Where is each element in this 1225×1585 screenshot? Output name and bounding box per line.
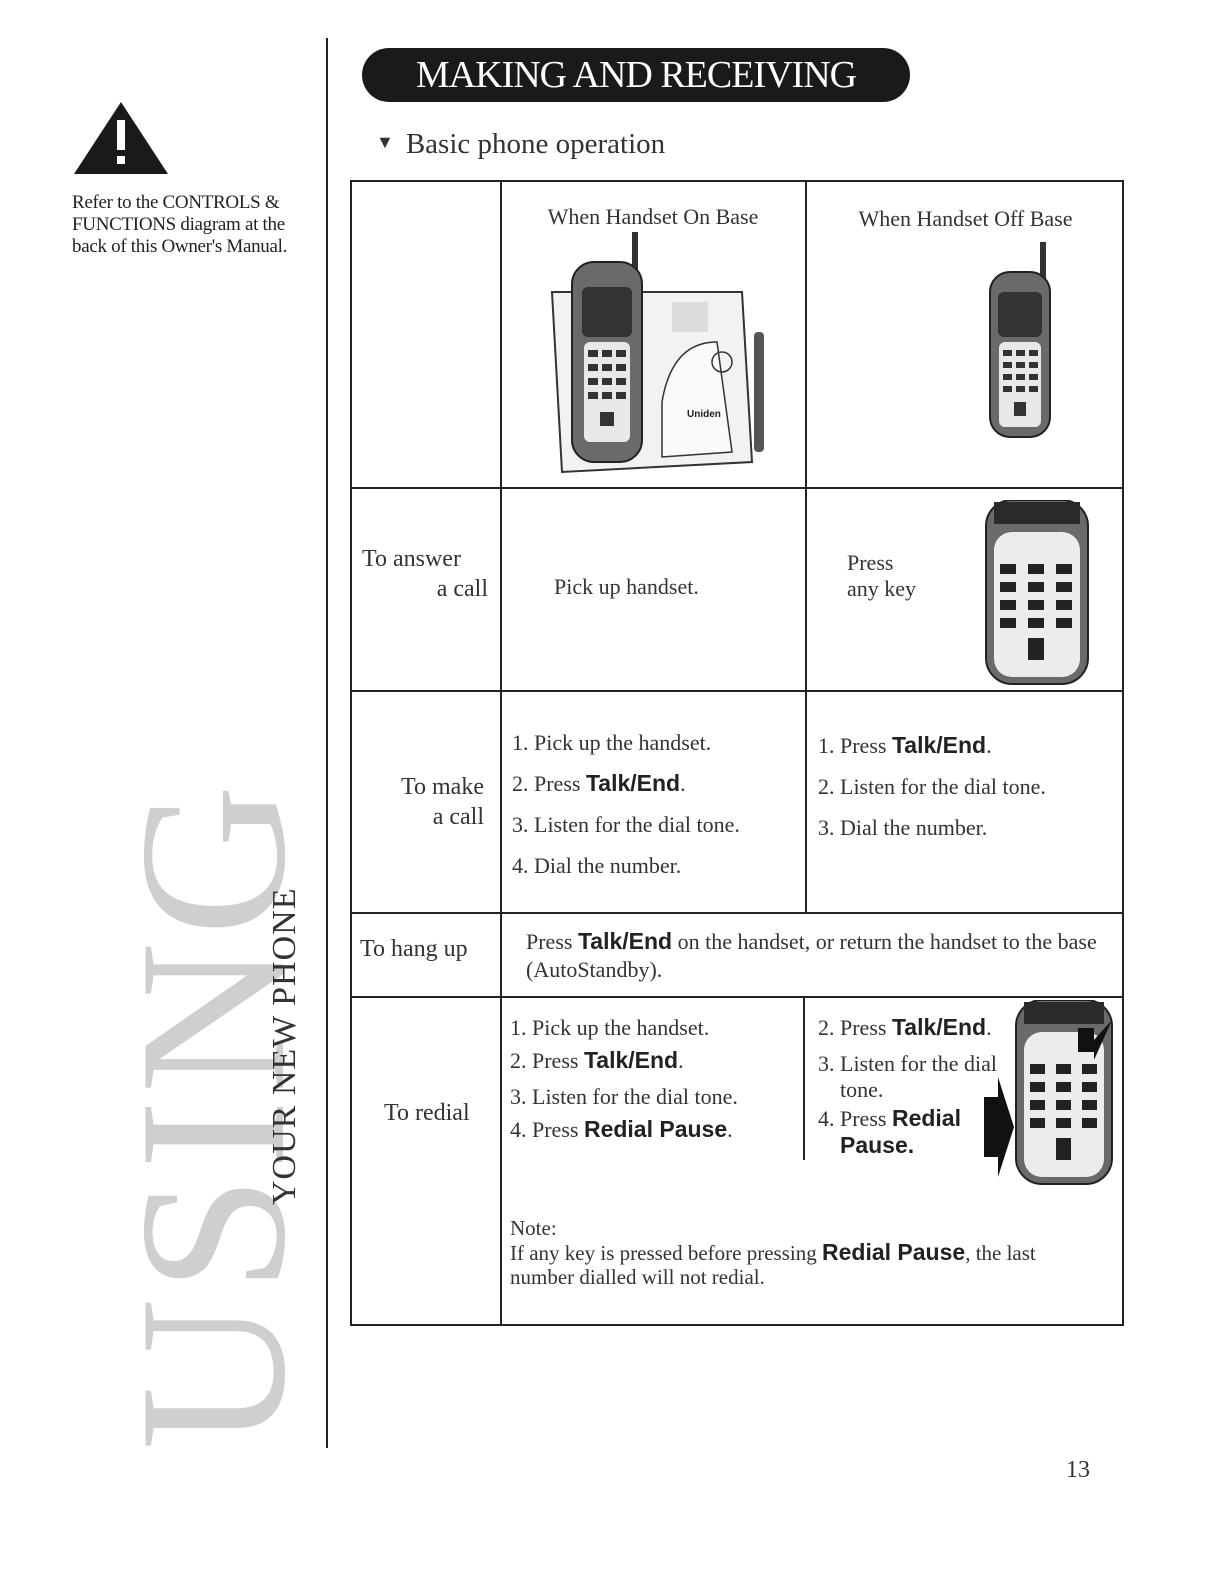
redial-off-step-3: 3. Listen for the dial xyxy=(818,1051,998,1076)
hang-autostandby: (AutoStandby). xyxy=(526,957,663,982)
controls-reference-note: Refer to the CONTROLS & FUNCTIONS diagra… xyxy=(72,192,288,257)
hang-up-text: Press Talk/End on the handset, or return… xyxy=(526,927,1097,984)
section-subtitle: ▼ Basic phone operation xyxy=(376,128,665,161)
redial-on-step-3: 3. Listen for the dial tone. xyxy=(510,1084,738,1109)
redial-off-step-2: 2. Press Talk/End. xyxy=(818,1014,992,1040)
grid-line xyxy=(805,182,807,914)
redial-pause-key-label: Redial Pause xyxy=(583,1116,728,1142)
handset-keypad-closeup-image xyxy=(985,500,1089,685)
note-text-line1: If any key is pressed before pressing Re… xyxy=(510,1240,1120,1265)
page-title: MAKING AND RECEIVING CALLS xyxy=(362,48,910,150)
subtitle-text: Basic phone operation xyxy=(405,128,666,160)
handset-off-base-image xyxy=(989,242,1051,438)
redial-on-step-4: 4. Press Redial Pause. xyxy=(510,1116,733,1142)
answer-off-press: Press xyxy=(847,550,894,575)
redial-pause-key-label: Redial Pause xyxy=(822,1239,966,1265)
page-number: 13 xyxy=(1066,1457,1090,1483)
grid-line xyxy=(352,690,1124,692)
talk-end-key-label: Talk/End xyxy=(577,928,673,954)
redial-on-base-steps: 1. Pick up the handset. 2. Press Talk/En… xyxy=(510,1012,738,1146)
grid-line xyxy=(803,998,805,1160)
grid-line xyxy=(500,182,502,1326)
warning-triangle-icon xyxy=(74,102,168,174)
make-on-step-1: 1. Pick up the handset. xyxy=(512,730,712,755)
answer-off-any-key: any key xyxy=(847,576,917,601)
step-prefix: 2. Press xyxy=(510,1048,579,1073)
column-header-on-base: When Handset On Base xyxy=(547,204,759,229)
margin-divider xyxy=(326,38,328,1448)
make-off-base-steps: 1. Press Talk/End. 2. Listen for the dia… xyxy=(818,725,1046,848)
grid-line xyxy=(352,912,1124,914)
grid-line xyxy=(352,996,1124,998)
make-on-base-steps: 1. Pick up the handset. 2. Press Talk/En… xyxy=(512,722,740,886)
redial-handset-closeup-image xyxy=(1015,1000,1113,1185)
row-label-answer-line2: a call xyxy=(436,576,488,602)
section-title-your-new-phone: YOUR NEW PHONE xyxy=(266,887,303,1205)
answer-off-base-text: Press any key xyxy=(847,550,916,602)
pause-key-label: Pause xyxy=(840,1132,908,1158)
note-prefix: If any key is pressed before pressing xyxy=(510,1241,817,1265)
brand-logo: Uniden xyxy=(687,409,721,420)
row-label-hang-up: To hang up xyxy=(360,936,468,962)
make-off-step-2: 2. Listen for the dial tone. xyxy=(818,774,1046,799)
triangle-bullet-icon: ▼ xyxy=(376,131,394,152)
hang-prefix: Press xyxy=(526,929,573,954)
note-label: Note: xyxy=(510,1216,557,1240)
redial-key-label: Redial xyxy=(891,1105,961,1131)
row-label-answer-line1: To answer xyxy=(362,546,461,572)
step-prefix: 4. Press xyxy=(818,1106,887,1131)
grid-line xyxy=(352,487,1124,489)
talk-end-key-label: Talk/End xyxy=(583,1047,679,1073)
row-label-make: To make a call xyxy=(362,772,484,832)
redial-note: Note: If any key is pressed before press… xyxy=(510,1216,1120,1289)
row-label-answer: To answer a call xyxy=(362,544,488,604)
answer-on-base-text: Pick up handset. xyxy=(554,574,699,599)
handset-on-base-image: Uniden xyxy=(550,232,764,474)
talk-end-key-label: Talk/End xyxy=(585,770,681,796)
make-on-step-3: 3. Listen for the dial tone. xyxy=(512,812,740,837)
redial-off-step-4-cont: Pause. xyxy=(840,1132,915,1158)
row-label-redial: To redial xyxy=(384,1100,470,1126)
note-suffix: , the last xyxy=(965,1241,1036,1265)
arrow-right-icon xyxy=(984,1077,1014,1177)
step-prefix: 4. Press xyxy=(510,1117,579,1142)
row-label-make-line2: a call xyxy=(432,804,484,830)
row-label-make-line1: To make xyxy=(401,774,484,800)
make-on-step-4: 4. Dial the number. xyxy=(512,853,682,878)
talk-end-key-label: Talk/End xyxy=(891,732,987,758)
talk-end-key-label: Talk/End xyxy=(891,1014,987,1040)
note-text-line2: number dialled will not redial. xyxy=(510,1265,765,1289)
redial-on-step-2: 2. Press Talk/End. xyxy=(510,1047,684,1073)
hang-suffix: on the handset, or return the handset to… xyxy=(677,929,1097,954)
make-off-step-1: 1. Press Talk/End. xyxy=(818,732,992,758)
redial-off-step-3-cont: tone. xyxy=(840,1077,884,1102)
column-header-off-base: When Handset Off Base xyxy=(858,206,1073,231)
redial-off-base-steps: 2. Press Talk/End. 3. Listen for the dia… xyxy=(818,1012,997,1159)
redial-on-step-1: 1. Pick up the handset. xyxy=(510,1015,710,1040)
make-on-step-2: 2. Press Talk/End. xyxy=(512,770,686,796)
operation-table: When Handset On Base When Handset Off Ba… xyxy=(350,180,1124,1326)
step-prefix: 2. Press xyxy=(512,771,581,796)
step-prefix: 1. Press xyxy=(818,733,887,758)
make-off-step-3: 3. Dial the number. xyxy=(818,815,988,840)
step-prefix: 2. Press xyxy=(818,1015,887,1040)
redial-off-step-4: 4. Press Redial xyxy=(818,1105,997,1132)
